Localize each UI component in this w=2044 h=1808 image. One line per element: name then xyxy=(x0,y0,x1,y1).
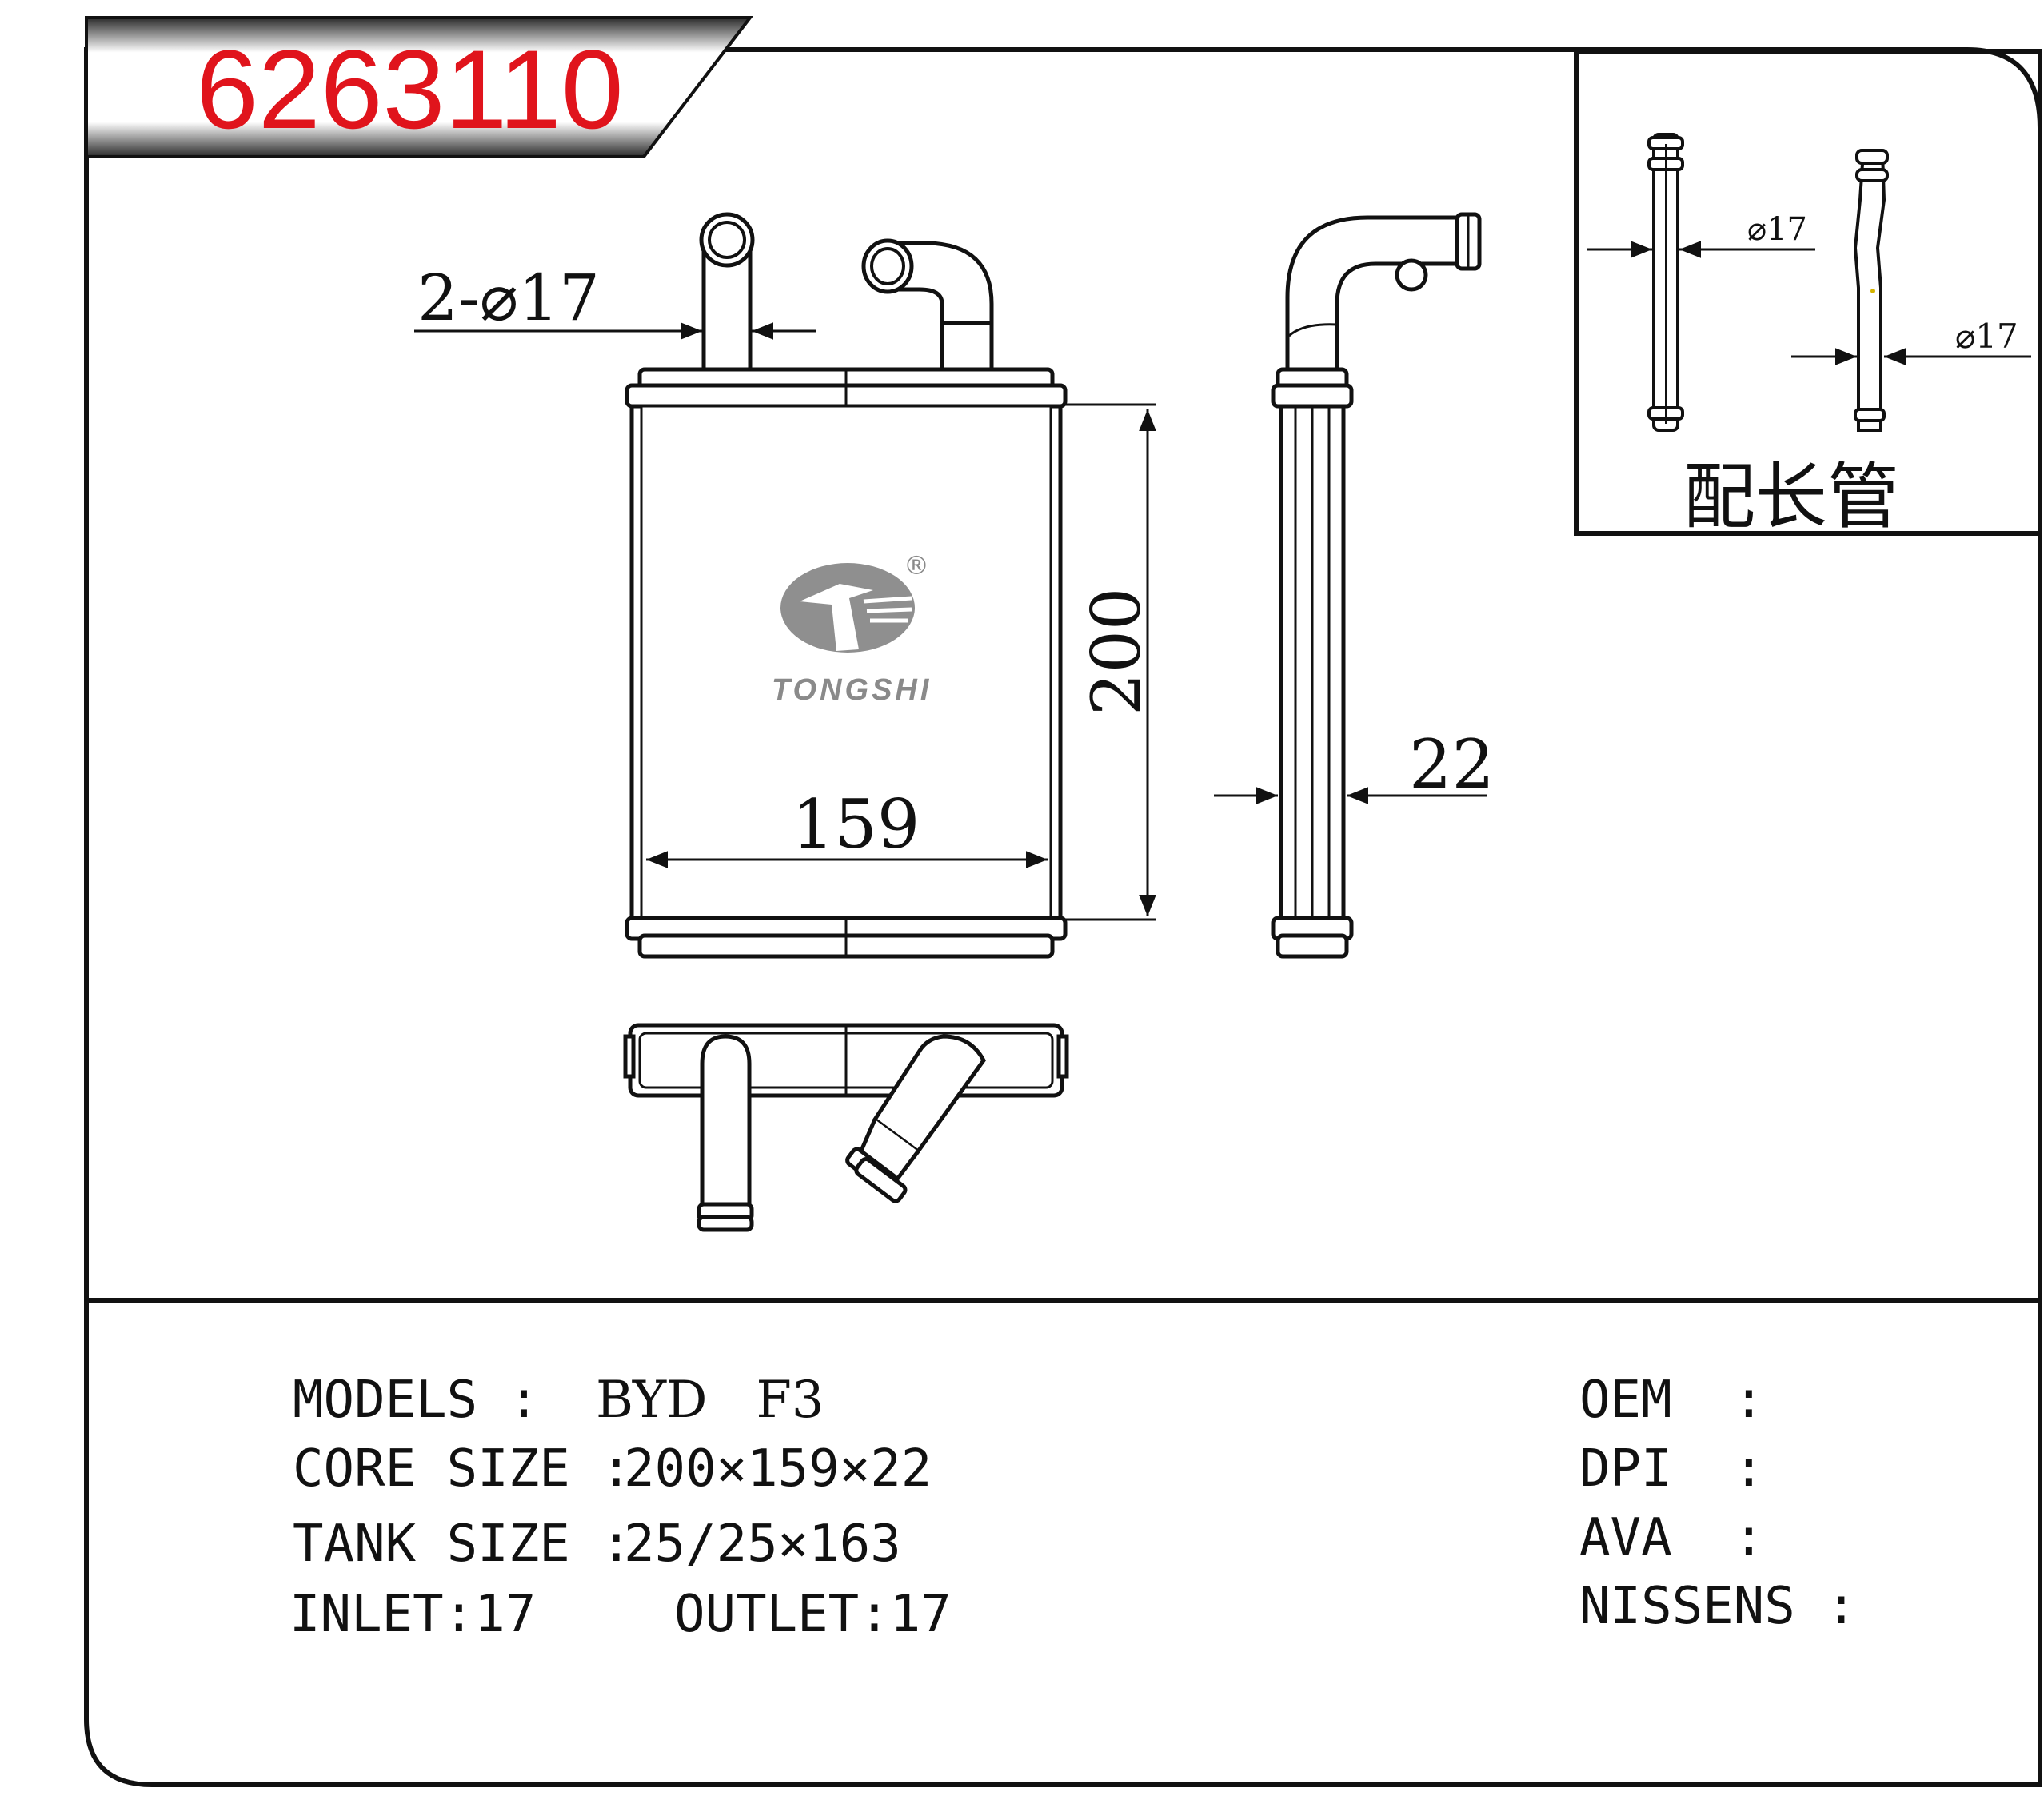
long-pipe-inset xyxy=(1574,49,2042,536)
long-pipe-straight xyxy=(1647,133,1684,432)
title-banner xyxy=(85,16,754,158)
core-size-label: CORE SIZE : xyxy=(293,1439,632,1499)
spec-block: MODELS : BYD F3 CORE SIZE : 200×159×22 T… xyxy=(289,1371,952,1644)
part-number: 6263110 xyxy=(196,26,624,152)
dpi-label: DPI : xyxy=(1579,1439,1764,1499)
width-dimension: 159 xyxy=(792,785,920,864)
registered-mark: ® xyxy=(904,550,929,581)
tank-size-value: 25/25×163 xyxy=(624,1515,901,1574)
outer-frame xyxy=(84,47,2042,1787)
tongshi-logo: TONGSHI ® xyxy=(772,550,932,707)
models-label: MODELS : xyxy=(293,1371,539,1430)
height-dimension: 200 xyxy=(1077,588,1156,716)
heater-core-side-view xyxy=(1271,212,1482,959)
inlet-value: INLET:17 xyxy=(289,1585,536,1644)
long-pipe-bent xyxy=(1853,149,1889,432)
heater-core-top-view xyxy=(623,1023,1069,1232)
heater-core-front-view xyxy=(625,212,1068,959)
nissens-label: NISSENS : xyxy=(1579,1577,1857,1636)
inset-caption: 配长管 xyxy=(1683,455,1899,539)
models-value: BYD F3 xyxy=(596,1371,824,1430)
long-pipe-diameter-label-1: ⌀17 xyxy=(1747,211,1807,248)
outlet-value: OUTLET:17 xyxy=(674,1585,952,1644)
thickness-dimension: 22 xyxy=(1409,725,1495,804)
oem-label: OEM : xyxy=(1579,1371,1764,1430)
core-size-value: 200×159×22 xyxy=(624,1439,932,1499)
long-pipe-diameter-label-2: ⌀17 xyxy=(1955,317,2018,356)
brand-name: TONGSHI xyxy=(772,673,932,707)
pipe-diameter-label: 2-⌀17 xyxy=(417,261,600,335)
reference-block: OEM : DPI : AVA : NISSENS : xyxy=(1579,1371,1857,1636)
tank-size-label: TANK SIZE : xyxy=(293,1515,632,1574)
ava-label: AVA : xyxy=(1579,1508,1764,1567)
